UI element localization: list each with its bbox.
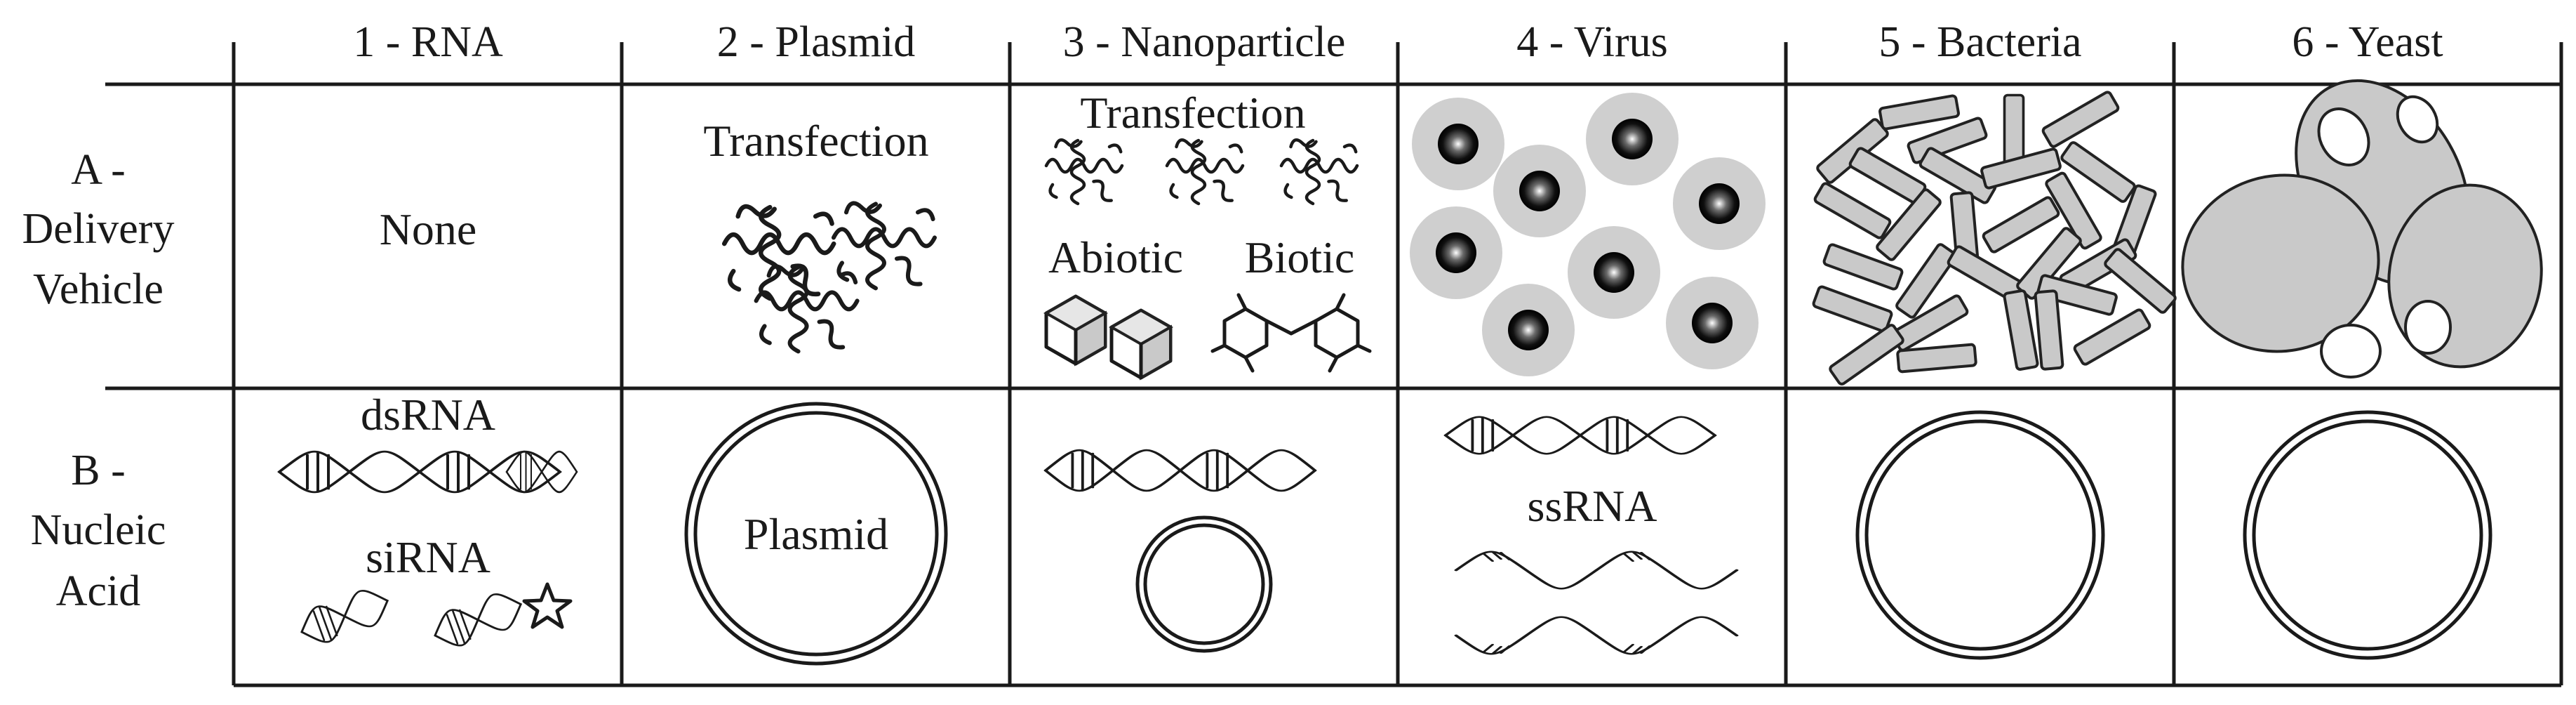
row-b-line3: Acid	[56, 567, 141, 615]
column-headers: 1 - RNA 2 - Plasmid 3 - Nanoparticle 4 -…	[353, 18, 2443, 66]
cell-b5-plasmid-ring	[1855, 410, 2105, 660]
column-header-yeast: 6 - Yeast	[2292, 18, 2443, 66]
cell-a5-bacteria-rods	[1811, 89, 2178, 387]
row-b-line1: B -	[71, 447, 126, 494]
column-header-rna: 1 - RNA	[353, 18, 503, 66]
cell-b2-plasmid: Plasmid	[684, 402, 948, 666]
plasmid-ring-icon	[1135, 515, 1273, 653]
cell-a4-virus-particles	[1410, 93, 1766, 376]
transfection-reagent-icon	[724, 203, 935, 351]
cell-a3-nanoparticle: Transfection Abiotic Biotic	[1046, 88, 1372, 378]
row-label-delivery-vehicle: A - Delivery Vehicle	[22, 146, 175, 313]
plasmid-label: Plasmid	[744, 509, 888, 559]
sirna-label: siRNA	[366, 532, 490, 582]
transfection-label-nanoparticle: Transfection	[1080, 88, 1305, 138]
row-a-line2: Delivery	[22, 205, 175, 253]
table-grid	[105, 42, 2563, 687]
cell-a2-transfection: Transfection	[703, 116, 935, 351]
abiotic-label: Abiotic	[1048, 232, 1183, 282]
cell-b4-virus-nucleic-acid: ssRNA	[1446, 417, 1737, 654]
row-a-line1: A -	[71, 146, 126, 194]
cell-a6-yeast-cells	[2181, 79, 2543, 378]
column-header-bacteria: 5 - Bacteria	[1878, 18, 2081, 66]
dsrna-helix-icon	[1446, 417, 1715, 454]
cell-a1-none: None	[380, 204, 477, 254]
transfection-reagent-icon	[1046, 140, 1357, 204]
ssrna-strand-icon	[1456, 552, 1737, 654]
row-label-nucleic-acid: B - Nucleic Acid	[31, 447, 166, 615]
column-header-plasmid: 2 - Plasmid	[717, 18, 915, 66]
row-b-line2: Nucleic	[31, 506, 166, 554]
column-header-virus: 4 - Virus	[1516, 18, 1668, 66]
ssrna-label: ssRNA	[1528, 481, 1657, 531]
cell-b1-rna: dsRNA siRNA	[279, 390, 578, 654]
star-icon	[522, 582, 573, 629]
biotic-label: Biotic	[1245, 232, 1354, 282]
row-a-line3: Vehicle	[33, 265, 163, 313]
abiotic-cube-icon	[1046, 296, 1170, 378]
cell-b6-plasmid-ring	[2243, 410, 2492, 660]
sirna-helix-icon	[294, 582, 528, 654]
transfection-label: Transfection	[703, 116, 928, 166]
column-header-nanoparticle: 3 - Nanoparticle	[1063, 18, 1346, 66]
biotic-molecule-icon	[1210, 293, 1372, 373]
cell-b3-nanoparticle-nucleic-acid	[1046, 450, 1315, 653]
dsrna-label: dsRNA	[361, 390, 495, 440]
dsrna-helix-icon	[1046, 450, 1315, 491]
dsrna-helix-icon	[279, 452, 578, 492]
